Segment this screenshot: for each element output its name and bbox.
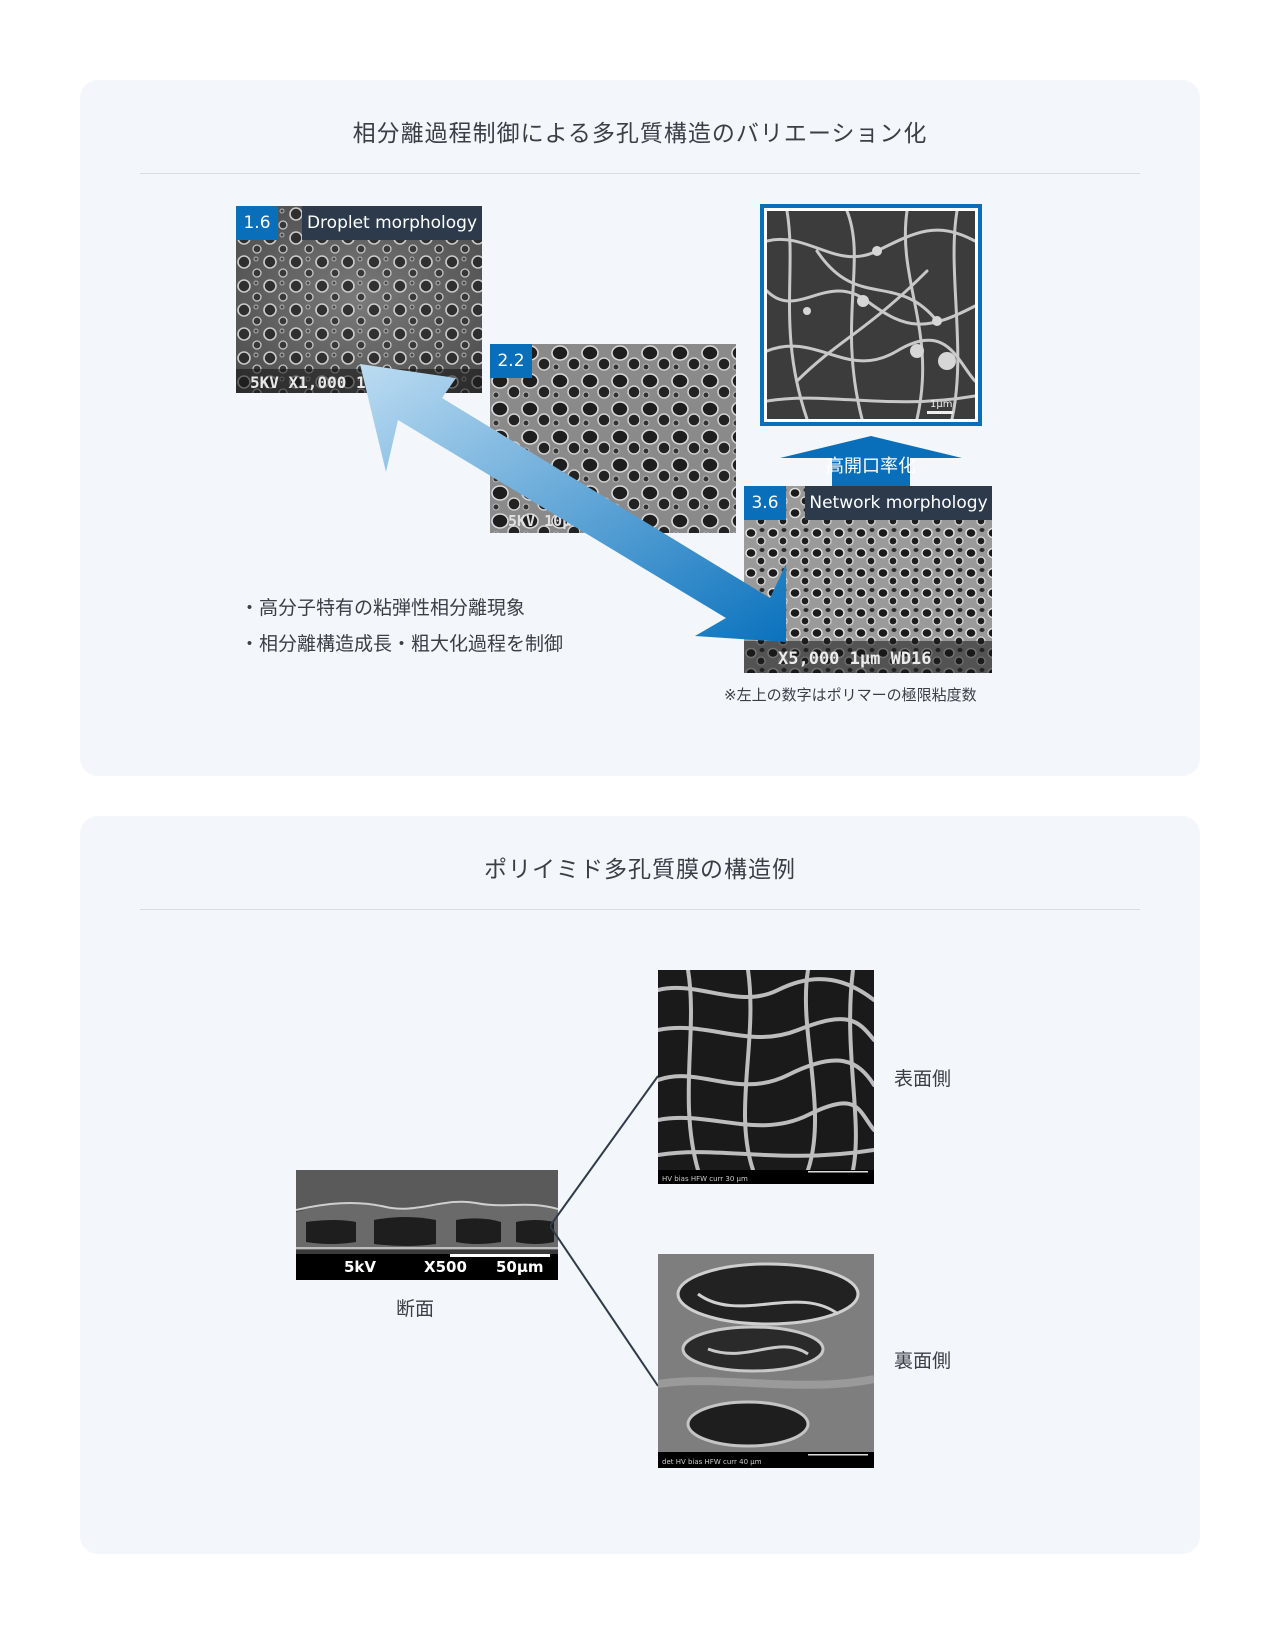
- feature-item: ・相分離構造成長・粗大化過程を制御: [240, 633, 564, 655]
- morphology-label-droplet: Droplet morphology: [302, 206, 482, 240]
- connector-lines: [550, 1075, 659, 1387]
- surface-side-label: 表面側: [894, 1068, 952, 1090]
- sem-image-cross-section: 5kV X500 50μm: [296, 1170, 558, 1280]
- footnote: ※左上の数字はポリマーの極限粘度数: [724, 686, 977, 704]
- sem-caption: 5KV X1,000 10μm: [250, 373, 395, 392]
- panel-title: ポリイミド多孔質膜の構造例: [484, 857, 796, 883]
- cross-section-kv: 5kV: [344, 1258, 377, 1276]
- cross-section-magnification: X500: [424, 1258, 467, 1276]
- arrow-label: 高開口率化: [826, 456, 916, 477]
- phase-transition-arrow: [360, 364, 786, 642]
- title-divider: [140, 173, 1140, 174]
- sem-image-high-open-ratio: 1μm: [760, 204, 982, 426]
- scale-label: 1μm: [930, 399, 952, 410]
- sem-image-surface-side: HV bias HFW curr 30 μm: [658, 970, 874, 1184]
- sem-image-intermediate: 5KV 10μm: [490, 344, 736, 533]
- high-open-ratio-arrow: 高開口率化: [780, 436, 962, 486]
- sem-image-back-side: det HV bias HFW curr 40 μm: [658, 1254, 874, 1468]
- title-divider: [140, 909, 1140, 910]
- polyimide-structure-panel: ポリイミド多孔質膜の構造例 5kV X500 50μm 断面: [80, 816, 1200, 1554]
- morphology-label-network: Network morphology: [805, 486, 992, 520]
- feature-item: ・高分子特有の粘弾性相分離現象: [240, 597, 526, 619]
- phase-separation-panel: 相分離過程制御による多孔質構造のバリエーション化 5KV X1,000 10μm…: [80, 80, 1200, 776]
- viscosity-badge-2: 2.2: [490, 344, 532, 378]
- sem-caption: det HV bias HFW curr 40 μm: [662, 1458, 762, 1466]
- sem-caption: X5,000 1μm WD16: [778, 649, 932, 669]
- viscosity-badge-3: 3.6: [744, 486, 786, 520]
- viscosity-badge-1: 1.6: [236, 206, 278, 240]
- back-side-label: 裏面側: [894, 1350, 952, 1372]
- cross-section-label: 断面: [396, 1298, 435, 1320]
- panel-title: 相分離過程制御による多孔質構造のバリエーション化: [352, 121, 928, 147]
- cross-section-scale: 50μm: [496, 1258, 544, 1276]
- sem-caption: HV bias HFW curr 30 μm: [662, 1175, 748, 1183]
- feature-list: ・高分子特有の粘弾性相分離現象 ・相分離構造成長・粗大化過程を制御: [240, 590, 563, 662]
